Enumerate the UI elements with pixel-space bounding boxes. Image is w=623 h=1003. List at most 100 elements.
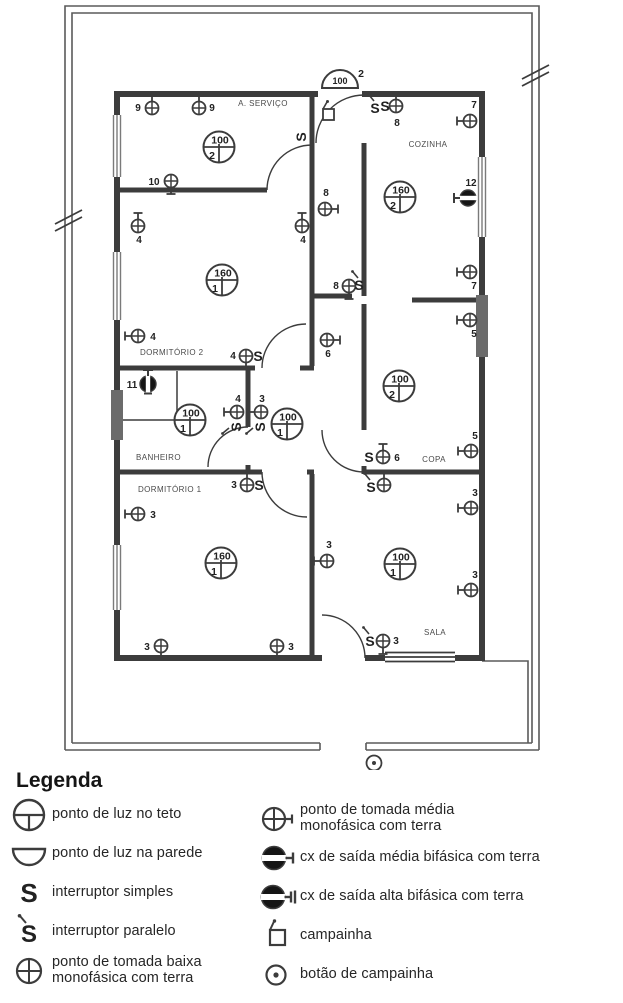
svg-text:3: 3 xyxy=(326,540,332,551)
svg-text:11: 11 xyxy=(127,380,138,391)
svg-text:12: 12 xyxy=(465,178,477,189)
svg-text:SALA: SALA xyxy=(424,628,446,637)
svg-text:COZINHA: COZINHA xyxy=(409,140,448,149)
svg-text:3: 3 xyxy=(144,642,150,653)
legend-item-label: botão de campainha xyxy=(300,965,434,982)
svg-text:BANHEIRO: BANHEIRO xyxy=(136,453,181,462)
walls-interior xyxy=(117,94,482,658)
outlet-symbol xyxy=(317,201,339,217)
svg-text:5: 5 xyxy=(472,431,478,442)
legend-item-label: interruptor paralelo xyxy=(52,922,176,939)
outlet-symbol xyxy=(457,500,479,516)
botao-campainha-icon xyxy=(256,956,300,994)
outlet-symbol xyxy=(238,348,254,370)
tomada-baixa-icon xyxy=(6,952,52,990)
svg-text:160: 160 xyxy=(392,185,410,197)
outlet-symbol xyxy=(457,582,479,598)
outlet-symbol xyxy=(376,471,392,493)
svg-text:4: 4 xyxy=(150,332,156,343)
boundary-break-marks xyxy=(54,64,550,232)
room-label-dormitorio2: DORMITÓRIO 2 xyxy=(140,348,203,357)
svg-text:160: 160 xyxy=(213,551,231,563)
legend-item: botão de campainha xyxy=(256,955,622,994)
outlet-symbol xyxy=(153,638,169,660)
windows xyxy=(111,115,488,663)
svg-text:10: 10 xyxy=(148,177,160,188)
outlet-symbol xyxy=(130,212,146,234)
svg-text:3: 3 xyxy=(150,510,156,521)
switch-simple-symbol: S xyxy=(293,132,309,141)
outlet-symbol xyxy=(294,212,310,234)
legend-item: ponto de luz na parede xyxy=(6,834,256,873)
svg-text:9: 9 xyxy=(209,103,215,114)
outlet-symbol xyxy=(191,94,207,116)
outlet-symbol xyxy=(375,633,391,655)
outlet-symbol xyxy=(269,638,285,660)
svg-text:4: 4 xyxy=(230,351,236,362)
doorbell-button-symbol xyxy=(365,754,383,770)
interruptor-paralelo-icon: S xyxy=(6,913,52,951)
outlet-symbol xyxy=(313,553,335,569)
svg-text:100: 100 xyxy=(392,552,410,564)
outlet-symbol xyxy=(319,332,341,348)
svg-text:6: 6 xyxy=(325,349,331,360)
svg-text:S: S xyxy=(252,422,268,431)
svg-text:100: 100 xyxy=(182,408,200,420)
svg-text:100: 100 xyxy=(279,412,297,424)
svg-text:A. SERVIÇO: A. SERVIÇO xyxy=(238,99,288,108)
cx-saida-alta-icon xyxy=(256,878,300,916)
outlet-symbol xyxy=(124,328,146,344)
switch-parallel-symbol: S xyxy=(363,472,376,495)
svg-text:2: 2 xyxy=(358,68,364,80)
svg-text:3: 3 xyxy=(288,642,294,653)
svg-text:2: 2 xyxy=(389,389,395,401)
outlet-symbol xyxy=(456,312,478,328)
outlet-symbol xyxy=(456,113,478,129)
outlet-symbol xyxy=(457,443,479,459)
svg-text:2: 2 xyxy=(209,150,215,162)
svg-text:100: 100 xyxy=(332,76,347,86)
luz-parede-icon xyxy=(6,835,52,873)
switch-parallel-symbol: S xyxy=(221,422,244,435)
svg-text:3: 3 xyxy=(472,488,478,499)
svg-text:3: 3 xyxy=(472,570,478,581)
svg-text:S: S xyxy=(364,449,373,465)
svg-text:160: 160 xyxy=(214,268,232,280)
svg-text:5: 5 xyxy=(471,329,477,340)
svg-text:S: S xyxy=(365,633,374,649)
bifasica-outlet-symbol xyxy=(139,365,157,395)
outlet-symbol xyxy=(388,92,404,114)
legend-item: ponto de luz no teto xyxy=(6,795,256,834)
legend-item: campainha xyxy=(256,916,622,955)
svg-text:1: 1 xyxy=(277,427,283,439)
switch-parallel-symbol: S xyxy=(362,626,375,649)
svg-text:2: 2 xyxy=(390,200,396,212)
svg-text:S: S xyxy=(380,98,389,114)
svg-text:1: 1 xyxy=(390,567,396,579)
svg-text:S: S xyxy=(20,878,37,908)
svg-text:4: 4 xyxy=(300,235,306,246)
legend-item-label: cx de saída alta bifásica com terra xyxy=(300,887,524,904)
interruptor-simples-icon: S xyxy=(6,874,52,912)
svg-text:S: S xyxy=(253,348,262,364)
legend-item: cx de saída média bifásica com terra xyxy=(256,838,622,877)
room-label-dormitorio1: DORMITÓRIO 1 xyxy=(138,485,201,494)
room-label-banheiro: BANHEIRO xyxy=(136,453,181,462)
svg-text:S: S xyxy=(293,132,309,141)
svg-text:8: 8 xyxy=(394,118,400,129)
room-label-copa: COPA xyxy=(422,455,446,464)
room-label-servico: A. SERVIÇO xyxy=(238,99,288,108)
svg-text:COPA: COPA xyxy=(422,455,446,464)
outlet-symbol xyxy=(375,443,391,465)
campainha-icon xyxy=(256,917,300,955)
legend-item: cx de saída alta bifásica com terra xyxy=(256,877,622,916)
